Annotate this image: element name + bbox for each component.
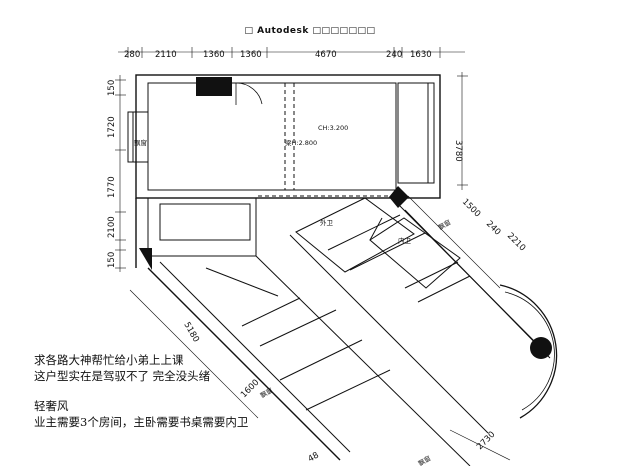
dim-top-1: 280 [124, 50, 140, 60]
semicircle-balcony [499, 284, 558, 419]
beam-height-label: 梁H:2.800 [285, 138, 317, 147]
note-line-1: 求各路大神帮忙给小弟上上课 [34, 353, 184, 367]
dim-right-2: 1500 [460, 197, 482, 219]
dim-left-4: 2100 [107, 216, 117, 238]
dim-top-3: 1360 [203, 50, 225, 60]
outer-wall-upper [135, 74, 441, 199]
ceiling-height-label: CH:3.200 [318, 124, 348, 132]
dim-left-1: 150 [107, 80, 117, 96]
dim-left-5: 150 [107, 252, 117, 268]
dim-top-4: 1360 [240, 50, 262, 60]
note-line-2: 这户型实在是驾驭不了 完全没头绪 [34, 369, 211, 383]
note-line-4: 业主需要3个房间，主卧需要书桌需要内卫 [34, 415, 249, 429]
door-swing [235, 82, 263, 105]
dim-left-3: 1770 [107, 176, 117, 198]
bay-window-label-right: 飘窗 [437, 217, 453, 231]
bay-window-label-bottom: 飘窗 [417, 453, 433, 466]
dim-top-7: 1630 [410, 50, 432, 60]
dim-top-2: 2110 [155, 50, 177, 60]
dim-right-1: 3780 [453, 140, 463, 162]
outer-bathroom-label: 外卫 [320, 218, 334, 227]
dim-left-2: 1720 [107, 116, 117, 138]
column-left [139, 248, 152, 270]
column-top [196, 77, 232, 96]
dim-diag-4: 48 [307, 451, 321, 465]
diagonal-wing [147, 197, 551, 466]
left-room [147, 197, 257, 257]
question-text: 求各路大神帮忙给小弟上上课 这户型实在是驾驭不了 完全没头绪 轻奢风 业主需要3… [34, 352, 294, 430]
bay-window-right [397, 82, 435, 184]
dim-diag-1: 5180 [181, 321, 200, 345]
drawing-header: □ Autodesk □□□□□□□ [244, 26, 376, 36]
inner-wall-upper [147, 82, 397, 191]
column-corner [389, 186, 409, 208]
dim-right-4: 2210 [505, 231, 527, 253]
bay-window-label-left: 飘窗 [134, 138, 147, 147]
dim-right-3: 240 [484, 219, 503, 238]
note-line-3: 轻奢风 [34, 399, 69, 413]
dim-top-6: 240 [386, 50, 402, 60]
dim-top-5: 4670 [315, 50, 337, 60]
dim-diag-3: 2730 [475, 430, 497, 452]
bay-window-left [127, 111, 149, 163]
circular-column [530, 337, 552, 359]
inner-bathroom-label: 内卫 [398, 236, 412, 245]
